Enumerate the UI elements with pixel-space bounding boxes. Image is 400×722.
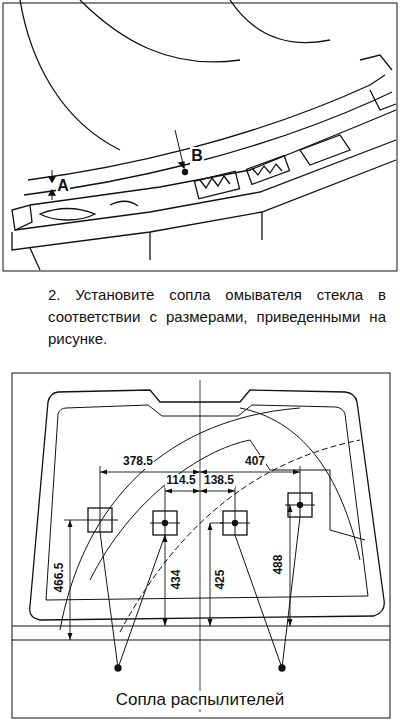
point-letter: A: [56, 177, 70, 195]
cowl-illustration: [3, 0, 397, 271]
dimension-value: 378.5: [122, 455, 154, 468]
dimension-value: 488: [272, 554, 285, 576]
point-letter: B: [190, 147, 204, 165]
windshield-diagram: [12, 373, 390, 718]
dimension-value: 434: [170, 569, 183, 591]
caption-label: Сопла распылителей: [115, 691, 286, 710]
dimension-value: 138.5: [203, 474, 235, 487]
dimension-value: 466.5: [53, 562, 66, 594]
dimension-value: 425: [214, 569, 227, 591]
dimension-value: 407: [244, 455, 266, 468]
dimension-value: 114.5: [165, 474, 196, 487]
instruction-text: 2. Установите сопла омывателя стекла в с…: [48, 284, 386, 350]
